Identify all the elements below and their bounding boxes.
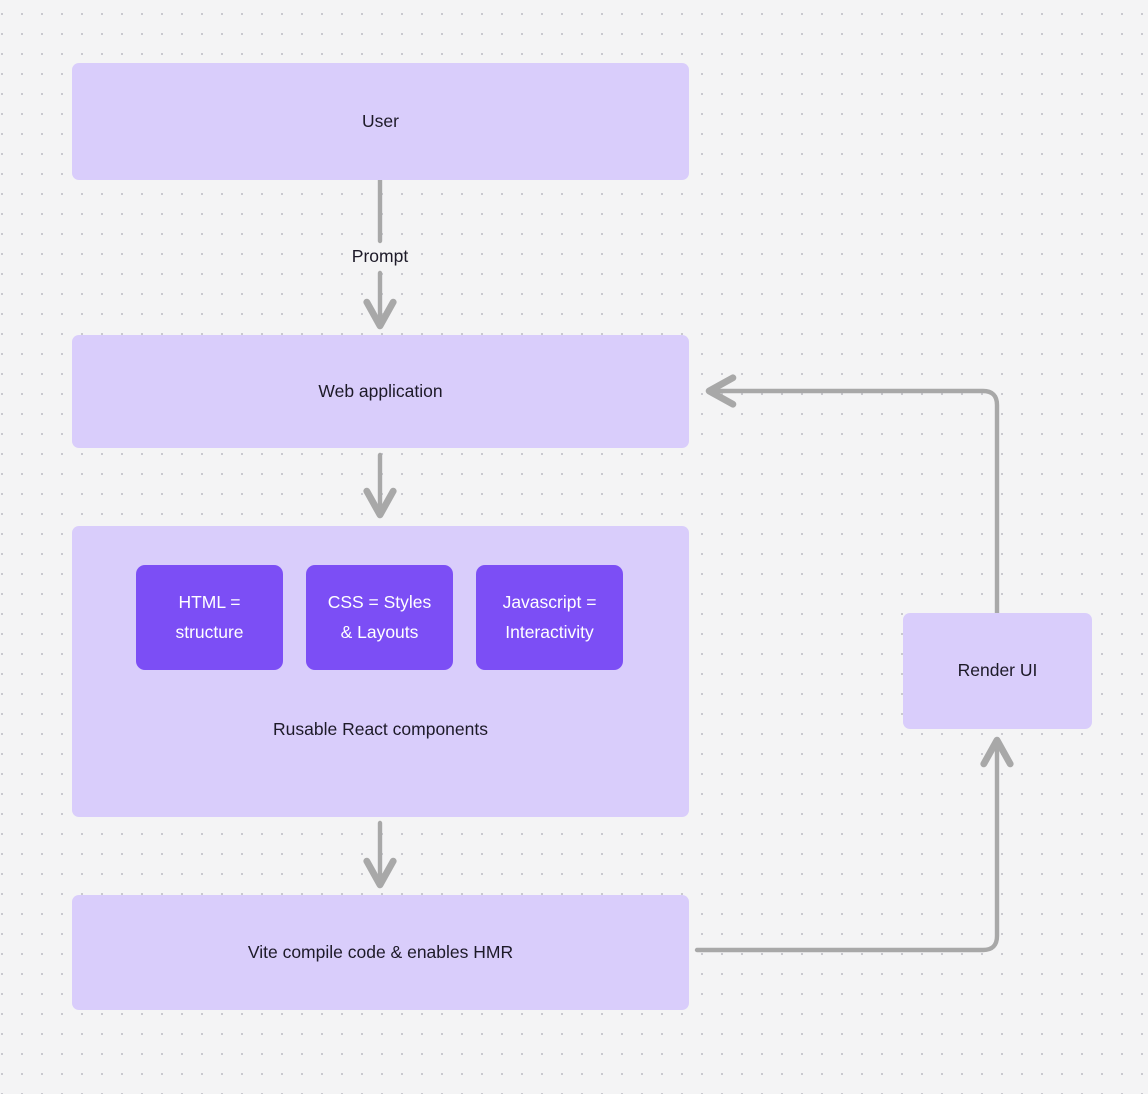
- node-web-application-label: Web application: [318, 380, 443, 401]
- node-vite-label: Vite compile code & enables HMR: [247, 941, 514, 962]
- chip-javascript[interactable]: Javascript = Interactivity: [476, 565, 623, 670]
- node-user[interactable]: User: [72, 63, 689, 180]
- edge-render-to-web: [705, 374, 1000, 616]
- edge-vite-to-render: [694, 736, 1014, 953]
- chip-javascript-label: Javascript = Interactivity: [502, 592, 597, 642]
- chip-css[interactable]: CSS = Styles & Layouts: [306, 565, 453, 670]
- node-render-ui-label: Render UI: [957, 660, 1038, 681]
- node-user-label: User: [362, 110, 399, 131]
- edge-label-prompt: Prompt: [330, 246, 430, 267]
- node-vite[interactable]: Vite compile code & enables HMR: [72, 895, 689, 1010]
- node-react-components[interactable]: HTML = structure CSS = Styles & Layouts …: [72, 526, 689, 817]
- chip-html[interactable]: HTML = structure: [136, 565, 283, 670]
- chip-row: HTML = structure CSS = Styles & Layouts …: [136, 565, 623, 670]
- node-web-application[interactable]: Web application: [72, 335, 689, 448]
- edge-label-prompt-text: Prompt: [351, 246, 409, 266]
- chip-css-label: CSS = Styles & Layouts: [327, 592, 432, 642]
- chip-html-label: HTML = structure: [175, 592, 244, 642]
- node-react-components-label: Rusable React components: [273, 719, 488, 739]
- node-render-ui[interactable]: Render UI: [903, 613, 1092, 729]
